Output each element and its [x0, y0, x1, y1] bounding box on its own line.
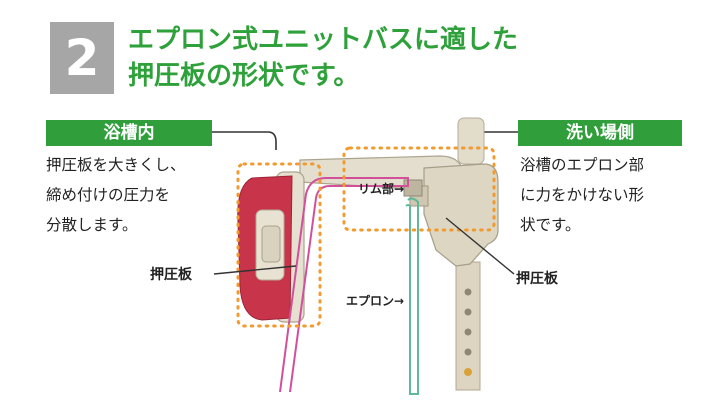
left-label-connector — [212, 131, 277, 150]
pole-top — [457, 117, 485, 165]
right-panel-label: 洗い場側 — [518, 120, 682, 146]
left-desc-line-1: 押圧板を大きくし、 — [46, 156, 186, 174]
right-panel-description: 浴槽のエプロン部 に力をかけない形 状です。 — [520, 150, 644, 240]
rim-clamp-jaw — [403, 179, 423, 197]
pole-lock-pin — [464, 368, 472, 376]
right-highlight-box — [342, 146, 496, 232]
right-plate-leader — [445, 217, 515, 275]
left-plate-leader — [213, 265, 297, 275]
step-number-badge: 2 — [50, 22, 114, 94]
clamp-body — [423, 163, 499, 267]
left-press-pad-core — [261, 225, 281, 263]
pole-hole — [464, 348, 472, 356]
pole-hole — [464, 328, 472, 336]
left-plate-label: 押圧板 — [150, 267, 192, 283]
right-desc-line-3: 状です。 — [520, 216, 581, 234]
bathtub-wall-line — [279, 177, 409, 393]
right-desc-line-1: 浴槽のエプロン部 — [520, 156, 645, 174]
page-title: エプロン式ユニットバスに適した 押圧板の形状です。 — [128, 22, 518, 94]
left-panel-label: 浴槽内 — [46, 120, 212, 146]
title-line-1: エプロン式ユニットバスに適した — [128, 25, 519, 55]
apron-label: エプロン→ — [346, 294, 405, 308]
left-highlight-box — [236, 162, 322, 328]
apron-line — [405, 197, 419, 395]
title-line-2: 押圧板の形状です。 — [128, 61, 360, 91]
right-plate-label: 押圧板 — [516, 271, 558, 287]
pole-hole — [464, 288, 472, 296]
pole-hole — [464, 308, 472, 316]
left-desc-line-2: 締め付けの圧力を — [46, 186, 171, 204]
left-panel-description: 押圧板を大きくし、 締め付けの圧力を 分散します。 — [46, 150, 186, 240]
right-desc-line-2: に力をかけない形 — [520, 186, 645, 204]
left-desc-line-3: 分散します。 — [46, 216, 138, 234]
rim-label: リム部→ — [358, 182, 405, 196]
